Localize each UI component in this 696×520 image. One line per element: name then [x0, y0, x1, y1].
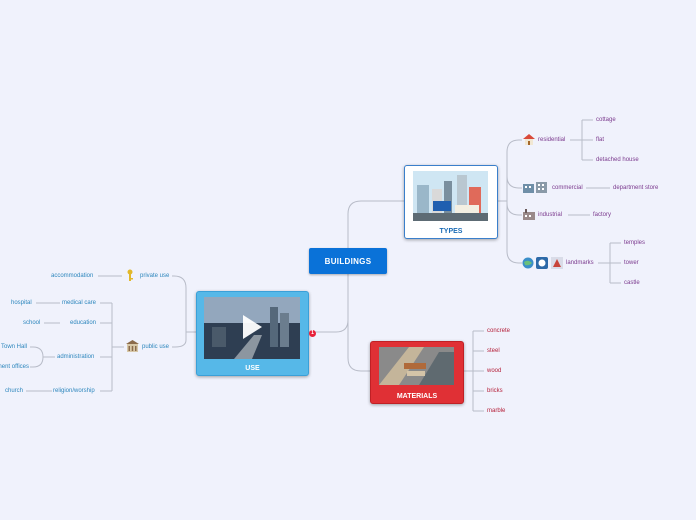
church-node[interactable]: church	[5, 388, 24, 394]
central-topic[interactable]: BUILDINGS	[309, 248, 387, 274]
administration-node[interactable]: administration	[57, 354, 95, 360]
factory-icon	[523, 209, 535, 220]
tower-node[interactable]: tower	[624, 260, 639, 266]
wood-node[interactable]: wood	[487, 368, 502, 374]
school-node[interactable]: school	[23, 320, 41, 326]
medical-care-node[interactable]: medical care	[62, 300, 97, 306]
flat-node[interactable]: flat	[596, 137, 605, 143]
play-icon[interactable]	[241, 314, 263, 340]
steel-node[interactable]: steel	[487, 348, 500, 354]
private-use-node[interactable]: private use	[140, 273, 170, 279]
government-offices-node[interactable]: government offices	[0, 364, 29, 370]
town-hall-node[interactable]: Town Hall	[1, 344, 28, 350]
education-node[interactable]: education	[70, 320, 97, 326]
landmark-icons	[522, 257, 563, 269]
use-topic[interactable]: USE	[196, 291, 309, 376]
materials-topic[interactable]: MATERIALS	[370, 341, 464, 404]
public-use-node[interactable]: public use	[142, 344, 170, 350]
accommodation-node[interactable]: accommodation	[51, 273, 94, 279]
concrete-node[interactable]: concrete	[487, 328, 511, 334]
detached-house-node[interactable]: detached house	[596, 157, 639, 163]
materials-title: MATERIALS	[396, 393, 438, 400]
castle-node[interactable]: castle	[624, 280, 640, 286]
townhall-icon	[126, 340, 139, 352]
industrial-node[interactable]: industrial	[538, 212, 563, 218]
temples-node[interactable]: temples	[624, 240, 646, 246]
use-title: USE	[245, 365, 260, 372]
materials-image	[379, 347, 454, 385]
house-icon	[523, 134, 535, 145]
hospital-node[interactable]: hospital	[11, 300, 32, 306]
factory-node[interactable]: factory	[593, 212, 612, 218]
residential-node[interactable]: residential	[538, 137, 566, 143]
types-topic[interactable]: TYPES	[404, 165, 498, 239]
notification-badge: 1	[309, 330, 316, 337]
marble-node[interactable]: marble	[487, 408, 506, 414]
city-buildings-image	[413, 171, 488, 221]
cottage-node[interactable]: cottage	[596, 117, 616, 123]
types-title: TYPES	[439, 228, 463, 235]
landmarks-node[interactable]: landmarks	[566, 260, 594, 266]
commercial-node[interactable]: commercial	[552, 185, 583, 191]
religion-worship-node[interactable]: religion/worship	[53, 388, 95, 394]
department-store-node[interactable]: department store	[613, 185, 659, 191]
bricks-node[interactable]: bricks	[487, 388, 503, 394]
office-building-icon	[523, 182, 547, 193]
key-icon	[127, 269, 133, 281]
